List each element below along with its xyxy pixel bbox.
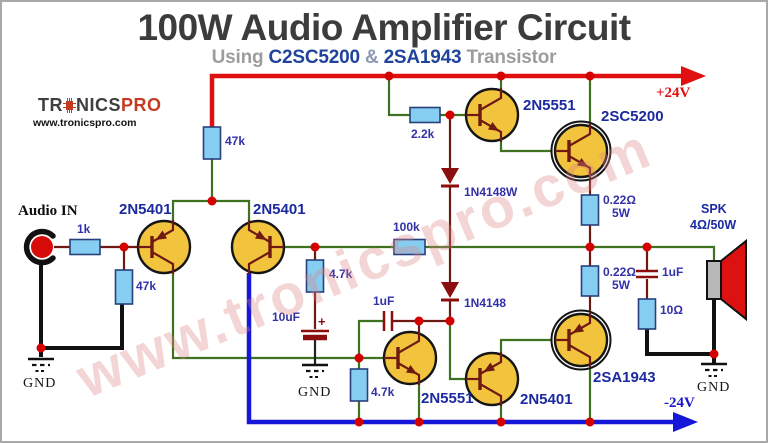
resistor-input-shunt-47k: [114, 269, 134, 305]
ground-symbol-speaker: [699, 362, 729, 378]
resistor-emitter-top-0r22: [580, 194, 600, 226]
diode-1n4148w: [441, 168, 459, 188]
resistor-fb-shunt-4k7: [305, 259, 325, 293]
label-r-input-shunt: 47k: [136, 279, 157, 293]
negative-rail: [246, 273, 698, 432]
label-c-comp: 1uF: [373, 294, 395, 308]
transistor-driver-top-2n5551: [464, 86, 520, 144]
gnd-label-input: GND: [23, 376, 57, 391]
diode-1n4148: [441, 282, 459, 302]
label-r-emitter-bottom-power: 5W: [612, 278, 630, 293]
positive-rail-label: +24V: [656, 85, 691, 101]
logo-text-pro: PRO: [121, 95, 162, 115]
label-q-input1: 2N5401: [119, 201, 172, 218]
ground-symbol-feedback: [300, 363, 330, 379]
subtitle-suffix: Transistor: [466, 47, 557, 68]
label-q-driver-bottom: 2N5401: [520, 391, 573, 408]
capacitor-compensation-1uf: [382, 311, 394, 331]
transistor-power-2sc5200: [552, 122, 611, 181]
speaker-icon: [706, 238, 747, 322]
page-subtitle: Using C2SC5200 & 2SA1943 Transistor: [2, 47, 766, 69]
logo-chip-icon: [63, 95, 76, 115]
logo-text-nics: NICS: [76, 95, 122, 115]
label-c-zobel: 1uF: [662, 265, 684, 279]
label-q-input2: 2N5401: [253, 201, 306, 218]
label-d-bias-top: 1N4148W: [464, 185, 518, 199]
label-q-vas: 2N5551: [421, 390, 474, 407]
gnd-label-feedback: GND: [298, 385, 332, 400]
audio-in-label: Audio IN: [18, 203, 78, 219]
logo-url: www.tronicspro.com: [33, 117, 137, 129]
label-c-feedback-polarity: +: [318, 314, 326, 329]
label-r-emitter-bottom-value: 0.22Ω: [603, 265, 636, 279]
subtitle-npn-part: C2SC5200: [268, 47, 360, 68]
resistor-input-1k: [69, 238, 101, 256]
transistor-power-2sa1943: [552, 311, 611, 370]
resistor-bias-2k2: [409, 106, 441, 124]
speaker-spec-label: 4Ω/50W: [690, 218, 737, 232]
label-r-fb-shunt: 4.7k: [329, 267, 353, 281]
label-r-feedback: 100k: [393, 220, 420, 234]
rca-input-jack: [23, 228, 56, 266]
label-r-input: 1k: [77, 222, 91, 236]
transistor-driver-bottom-2n5401: [464, 350, 520, 408]
junction-dots: [36, 71, 719, 427]
label-r-emitter-top-value: 0.22Ω: [603, 193, 636, 207]
positive-rail: [209, 66, 706, 127]
resistor-emitter-bottom-0r22: [580, 265, 600, 297]
label-q-power-npn: 2SC5200: [601, 108, 664, 125]
capacitor-zobel-1uf: [636, 269, 658, 279]
capacitor-feedback-10uf: [301, 329, 329, 341]
positive-rail-arrow: [681, 66, 706, 86]
label-q-power-pnp: 2SA1943: [593, 369, 656, 386]
speaker-label: SPK: [701, 202, 727, 216]
negative-rail-label: -24V: [664, 395, 695, 411]
resistor-feedback-100k: [393, 238, 426, 256]
label-r-emitter-top-power: 5W: [612, 206, 630, 221]
label-q-driver-top: 2N5551: [523, 97, 576, 114]
transistor-vas-2n5551: [382, 329, 438, 387]
brand-logo: TR NICSPRO: [38, 95, 162, 116]
ground-symbol-input: [26, 357, 56, 373]
subtitle-using: Using: [211, 47, 264, 68]
resistor-zobel-10r: [637, 298, 657, 330]
transistor-input1-2n5401: [136, 218, 192, 276]
transistor-input2-2n5401: [230, 218, 286, 276]
page-title: 100W Audio Amplifier Circuit: [137, 7, 631, 48]
subtitle-pnp-part: 2SA1943: [383, 47, 462, 68]
resistor-tail-47k: [202, 126, 222, 160]
label-r-bias: 2.2k: [411, 127, 435, 141]
label-d-bias-bottom: 1N4148: [464, 296, 507, 310]
resistor-vas-load-4k7: [349, 368, 369, 402]
signal-wires: [171, 76, 716, 422]
subtitle-ampersand: &: [364, 47, 379, 68]
label-c-feedback: 10uF: [272, 310, 301, 324]
gnd-label-speaker: GND: [697, 380, 731, 395]
label-r-vas-load: 4.7k: [371, 385, 395, 399]
label-r-zobel: 10Ω: [660, 303, 683, 317]
negative-rail-arrow: [673, 412, 698, 432]
logo-text-tr: TR: [38, 95, 63, 115]
label-r-tail: 47k: [225, 134, 246, 148]
